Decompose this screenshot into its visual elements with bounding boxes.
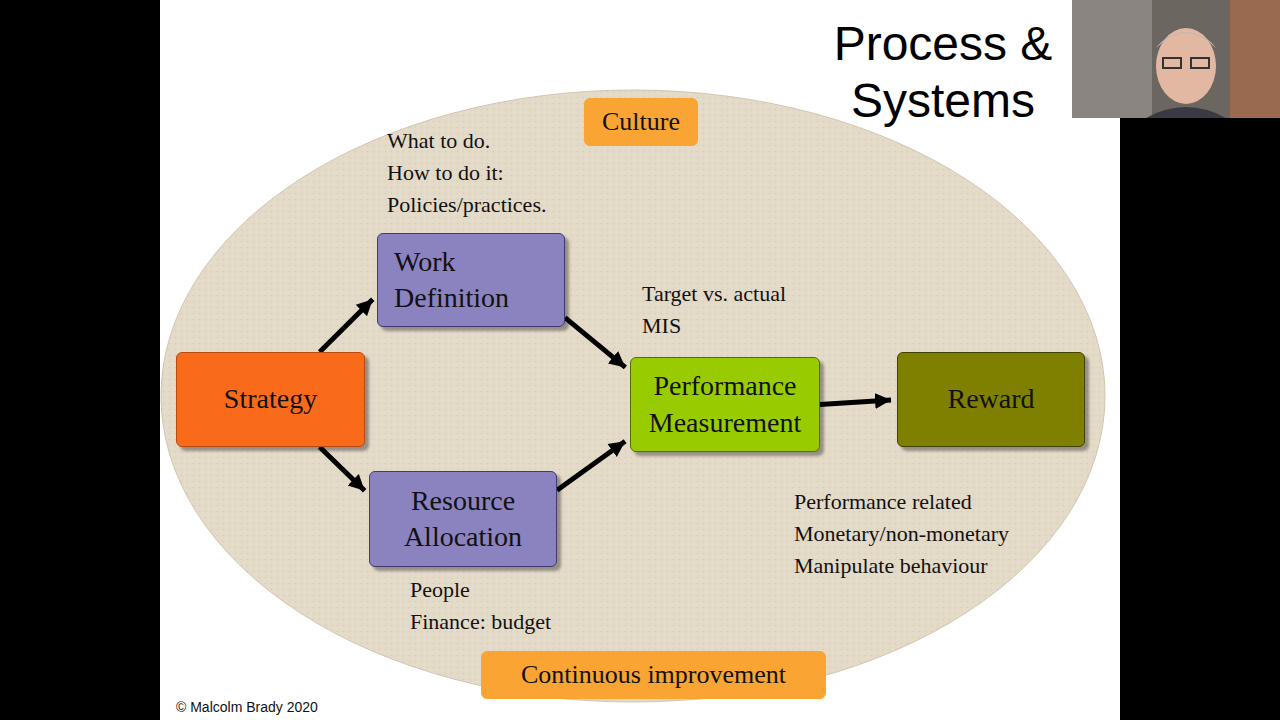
webcam-image <box>1072 0 1280 118</box>
process-box: Performance Measurement <box>630 357 820 452</box>
annotation-text: Performance related <box>794 489 972 515</box>
process-box: Reward <box>897 352 1085 447</box>
box-label: Work Definition <box>388 244 554 317</box>
annotation-text: Policies/practices. <box>387 192 546 218</box>
context-box: Culture <box>584 98 698 146</box>
annotation-text: MIS <box>642 313 681 339</box>
annotation-text: People <box>410 577 470 603</box>
slide-title: Process & Systems <box>808 16 1078 129</box>
process-box: Work Definition <box>377 233 565 327</box>
flow-arrow <box>557 441 625 490</box>
copyright-note: © Malcolm Brady 2020 <box>176 699 318 716</box>
box-label: Resource Allocation <box>380 483 546 556</box>
flow-arrow <box>820 400 891 405</box>
annotation-text: Finance: budget <box>410 609 551 635</box>
box-label: Culture <box>602 105 680 139</box>
process-box: Resource Allocation <box>369 471 557 567</box>
annotation-text: How to do it: <box>387 160 504 186</box>
context-box: Continuous improvement <box>481 651 826 699</box>
box-label: Performance Measurement <box>641 368 809 441</box>
box-label: Continuous improvement <box>521 658 786 692</box>
flow-arrow <box>320 447 365 491</box>
annotation-text: Target vs. actual <box>642 281 786 307</box>
annotation-text: Manipulate behaviour <box>794 553 988 579</box>
box-label: Reward <box>947 381 1034 417</box>
process-box: Strategy <box>176 352 365 447</box>
flow-arrow <box>565 318 625 368</box>
box-label: Strategy <box>224 381 317 417</box>
annotation-text: Monetary/non-monetary <box>794 521 1009 547</box>
flow-arrow <box>320 299 373 352</box>
context-ellipse <box>161 90 1105 702</box>
annotation-text: What to do. <box>387 128 490 154</box>
